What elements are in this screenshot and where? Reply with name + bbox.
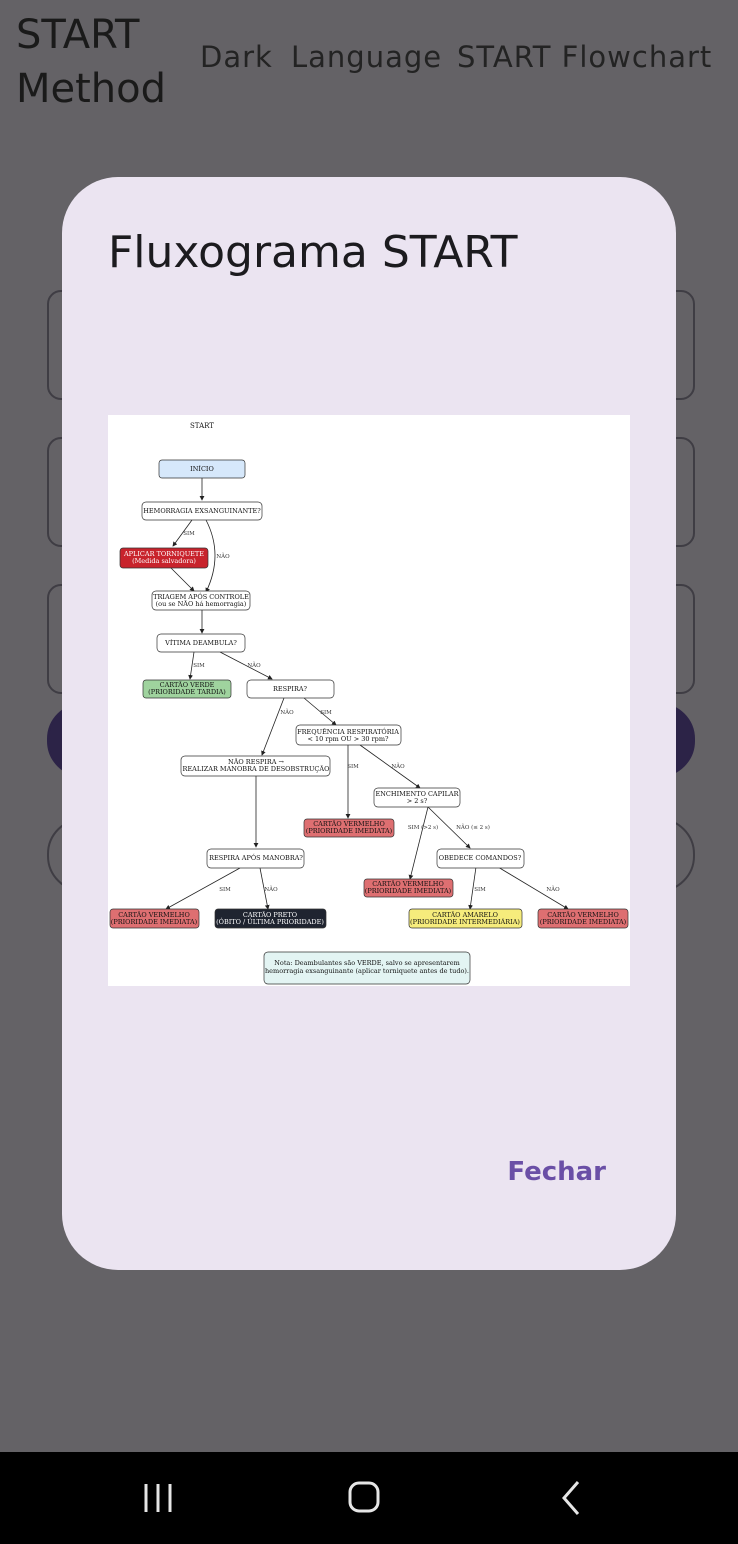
node-black-card — [214, 908, 327, 929]
edge-label-nao: NÃO — [391, 762, 405, 770]
node-yellow-card — [408, 908, 523, 929]
home-icon[interactable] — [340, 1474, 390, 1524]
node-start — [158, 459, 246, 479]
edge-label-nao: NÃO — [247, 661, 261, 669]
node-green-line2: (PRIORIDADE TARDIA) — [148, 688, 226, 696]
node-cap-refill-line1: ENCHIMENTO CAPILAR — [376, 790, 460, 798]
node-red-card-line1: CARTÃO VERMELHO — [547, 910, 619, 919]
node-tourniquet-line2: (Medida salvadora) — [132, 557, 196, 565]
node-hemorrhage — [141, 501, 263, 521]
node-not-breathing-line2: REALIZAR MANOBRA DE DESOBSTRUÇÃO — [183, 764, 330, 773]
node-obeys-label: OBEDECE COMANDOS? — [439, 854, 522, 862]
node-triage-after — [151, 590, 251, 611]
back-icon[interactable] — [550, 1474, 600, 1524]
nav-start-flowchart[interactable]: START Flowchart — [457, 40, 713, 74]
nav-language[interactable]: Language — [291, 40, 443, 74]
node-red-card — [363, 878, 454, 898]
node-breathes — [246, 679, 335, 699]
node-green-line1: CARTÃO VERDE — [160, 680, 215, 689]
edge-label-sim: SIM — [347, 764, 359, 770]
node-red-card-line1: CARTÃO VERMELHO — [372, 879, 444, 888]
node-breathes-label: RESPIRA? — [273, 685, 308, 693]
edge-label-nao: NÃO — [216, 552, 230, 560]
dialog-title: Fluxograma START — [108, 227, 518, 278]
close-button[interactable]: Fechar — [507, 1157, 606, 1187]
node-tourniquet — [119, 547, 209, 569]
node-not-breathing-line1: NÃO RESPIRA → — [228, 757, 284, 766]
node-black-card-line2: (ÓBITO / ÚLTIMA PRIORIDADE) — [216, 917, 324, 926]
node-cap-refill — [373, 787, 461, 808]
node-red-card-line2: (PRIORIDADE IMEDIATA) — [540, 918, 627, 926]
node-breathes-after — [206, 848, 305, 869]
edge-label-sim: SIM — [320, 710, 332, 716]
recent-apps-icon[interactable] — [134, 1474, 184, 1524]
node-start-label: INÍCIO — [190, 464, 214, 473]
edge-label-sim: SIM — [474, 887, 486, 893]
node-red-card-line2: (PRIORIDADE IMEDIATA) — [365, 887, 452, 895]
edge-label-sim: SIM — [193, 663, 205, 669]
flowchart-svg: SIM NÃO SIM NÃO NÃO SIM SIM NÃO SIM (>2 … — [109, 422, 629, 985]
node-hemorrhage-label: HEMORRAGIA EXSANGUINANTE? — [143, 507, 261, 515]
start-flowchart-image: SIM NÃO SIM NÃO NÃO SIM SIM NÃO SIM (>2 … — [108, 415, 630, 986]
node-resp-rate-line2: < 10 rpm OU > 30 rpm? — [308, 735, 390, 743]
node-red-card-line2: (PRIORIDADE IMEDIATA) — [306, 827, 393, 835]
note-line1: Nota: Deambulantes são VERDE, salvo se a… — [274, 959, 460, 967]
app-title-line2: Method — [16, 66, 167, 112]
node-walks-label: VÍTIMA DEAMBULA? — [164, 638, 237, 647]
edge-label-sim-gt2: SIM (>2 s) — [408, 824, 438, 831]
edge-label-nao: NÃO — [264, 885, 278, 893]
node-breathes-after-label: RESPIRA APÓS MANOBRA? — [209, 853, 303, 862]
node-black-card-line1: CARTÃO PRETO — [243, 910, 297, 919]
node-resp-rate-line1: FREQUÊNCIA RESPIRATÓRIA — [297, 727, 399, 736]
node-tourniquet-line1: APLICAR TORNIQUETE — [123, 550, 204, 558]
edge-label-sim: SIM — [219, 887, 231, 893]
system-nav-bar — [0, 1452, 738, 1544]
edge-label-nao-le2: NÃO (≤ 2 s) — [456, 823, 490, 831]
node-red-card-line2: (PRIORIDADE IMEDIATA) — [111, 918, 198, 926]
node-red-card-line1: CARTÃO VERMELHO — [118, 910, 190, 919]
note-box — [263, 951, 471, 985]
node-yellow-card-line1: CARTÃO AMARELO — [432, 910, 498, 919]
node-walks — [156, 633, 246, 653]
node-triage-line2: (ou se NÃO há hemorragia) — [156, 599, 247, 608]
note-line2: hemorragia exsanguinante (aplicar torniq… — [265, 967, 469, 975]
node-triage-line1: TRIAGEM APÓS CONTROLE — [153, 592, 249, 601]
node-red-card-line1: CARTÃO VERMELHO — [313, 819, 385, 828]
edge-label-nao: NÃO — [546, 885, 560, 893]
node-not-breathing — [180, 755, 331, 777]
node-red-card — [537, 908, 629, 929]
nav-dark[interactable]: Dark — [200, 40, 273, 74]
flowchart-dialog: Fluxograma START — [62, 177, 676, 1270]
edge-label-nao: NÃO — [280, 708, 294, 716]
flowchart-header: START — [190, 422, 214, 430]
app-title: START Method — [16, 8, 166, 116]
node-red-card — [303, 818, 395, 838]
node-resp-rate — [295, 724, 402, 746]
node-obeys — [436, 848, 525, 869]
node-yellow-card-line2: (PRIORIDADE INTERMEDIÁRIA) — [410, 917, 520, 926]
node-red-card — [109, 908, 200, 929]
node-cap-refill-line2: > 2 s? — [407, 797, 428, 805]
node-green-card — [142, 679, 232, 699]
app-title-line1: START — [16, 12, 140, 58]
edge-label-sim: SIM — [183, 531, 195, 537]
